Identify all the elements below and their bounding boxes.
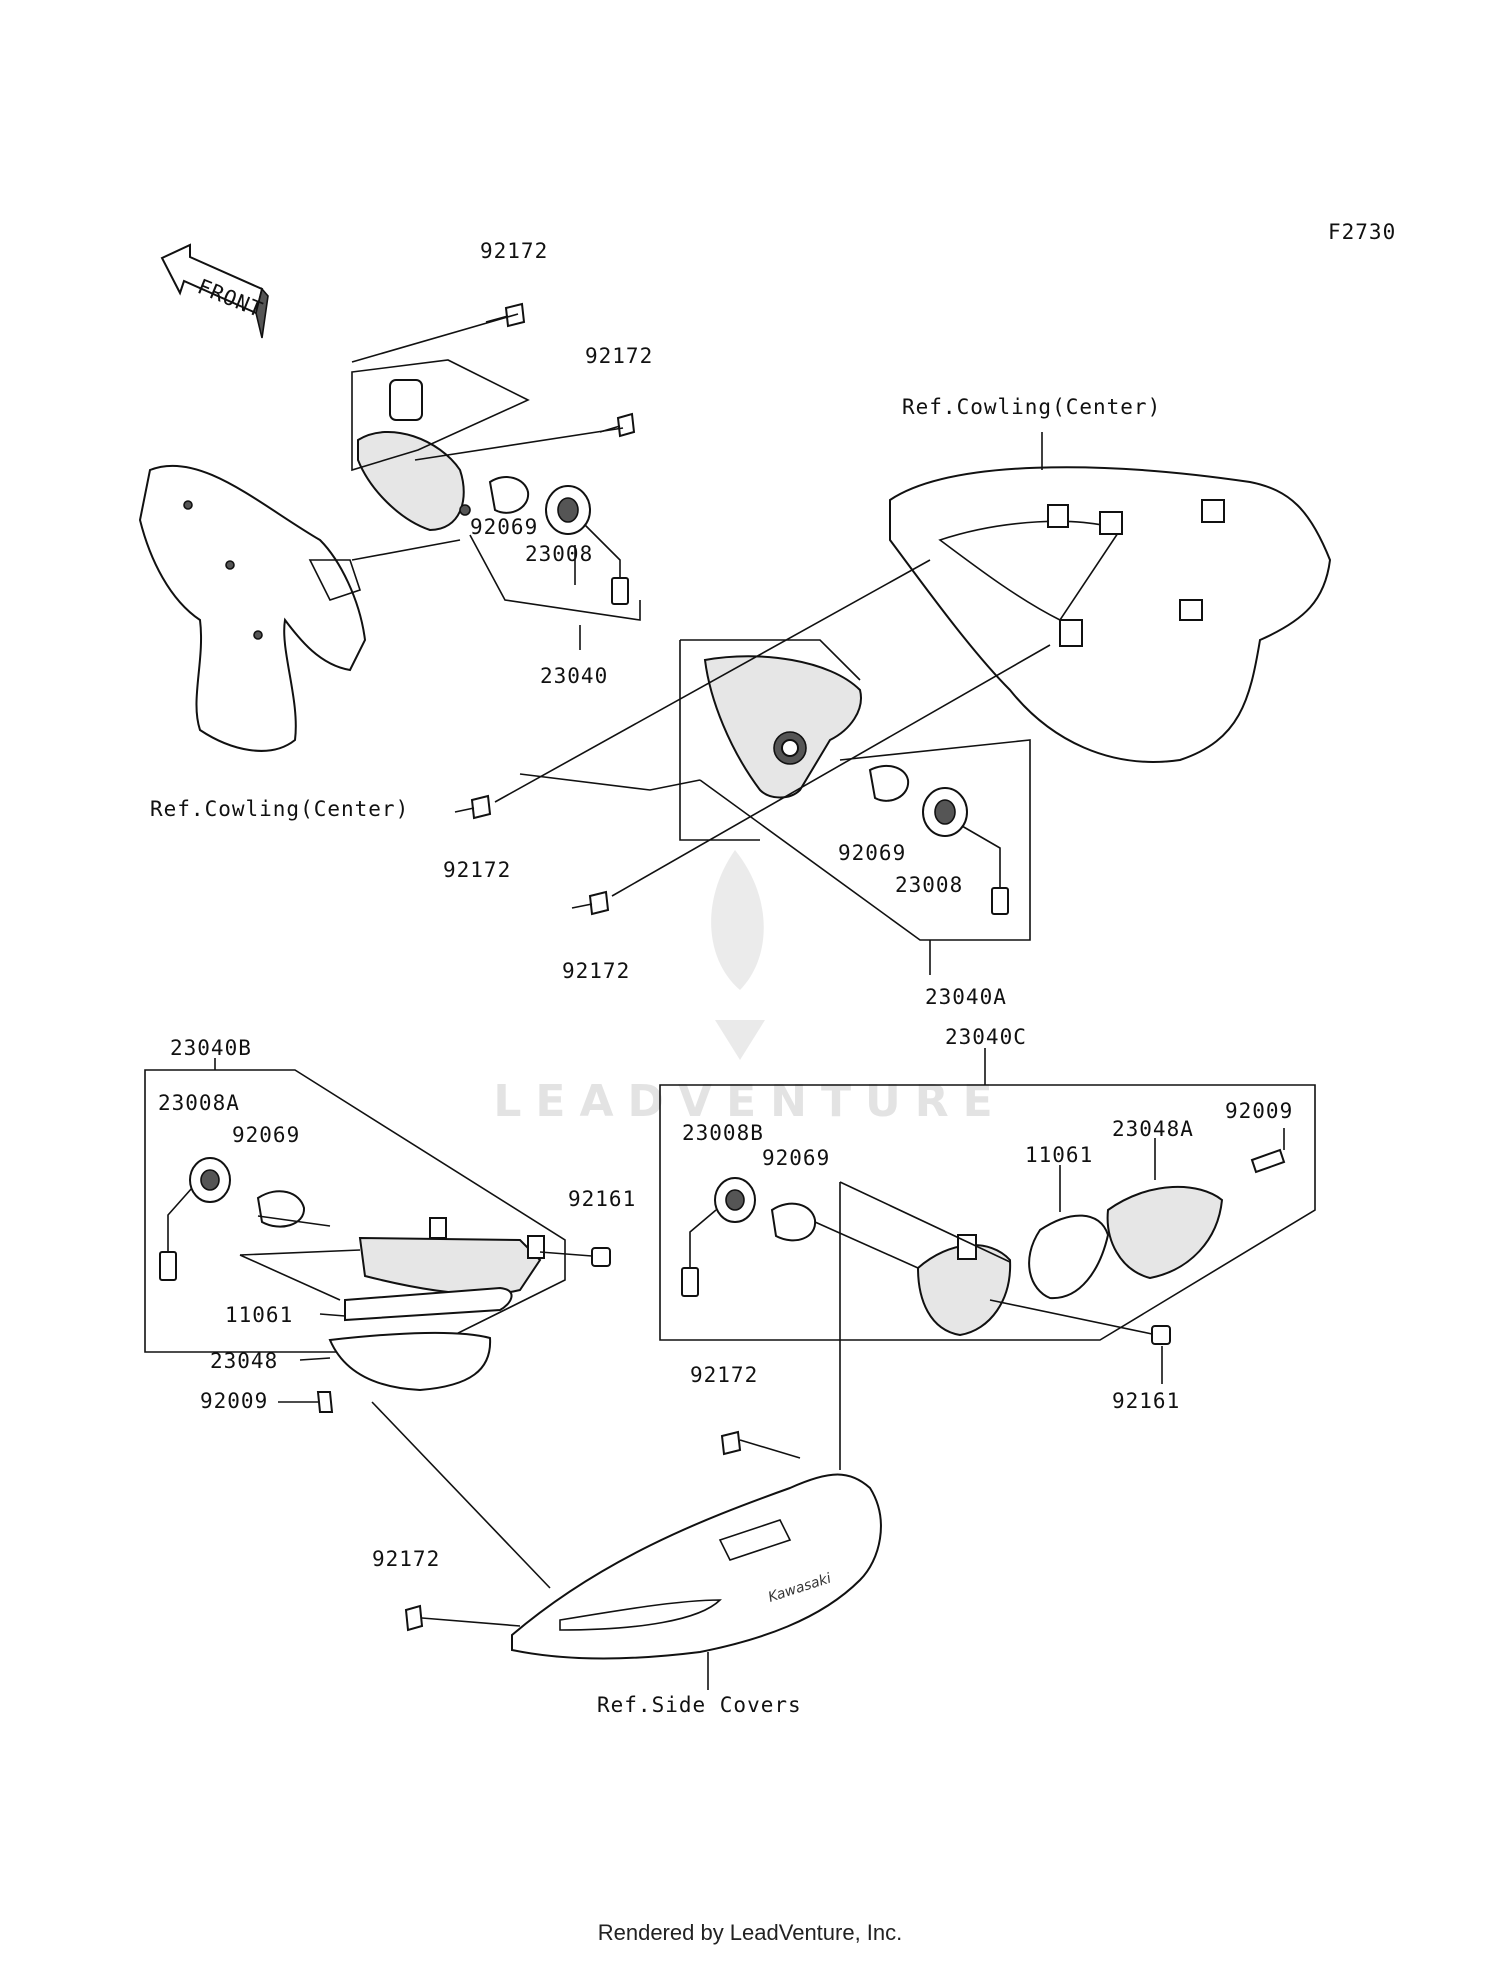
label-23048: 23048 bbox=[210, 1349, 278, 1373]
label-92161-c: 92161 bbox=[1112, 1389, 1180, 1413]
diagram-code: F2730 bbox=[1328, 220, 1396, 244]
label-92172-a: 92172 bbox=[480, 239, 548, 263]
label-23008-a: 23008 bbox=[525, 542, 593, 566]
label-23040C: 23040C bbox=[945, 1025, 1027, 1049]
screw-92172-c bbox=[454, 794, 492, 820]
watermark-text: LEADVENTURE bbox=[493, 1076, 1006, 1127]
label-23008-b: 23008 bbox=[895, 873, 963, 897]
turn-signal-housing-23040C bbox=[916, 1234, 1012, 1337]
assembly-box-23040C bbox=[659, 1048, 1316, 1341]
label-92172-f: 92172 bbox=[372, 1547, 440, 1571]
label-23040B: 23040B bbox=[170, 1036, 252, 1060]
label-92172-c: 92172 bbox=[443, 858, 511, 882]
label-ref-cowling-center-b: Ref.Cowling(Center) bbox=[902, 395, 1161, 419]
label-92172-d: 92172 bbox=[562, 959, 630, 983]
label-92009-c: 92009 bbox=[1225, 1099, 1293, 1123]
nut-92161-b bbox=[591, 1247, 611, 1267]
socket-23008-upper bbox=[545, 485, 629, 605]
screw-92172-a bbox=[485, 302, 526, 328]
part-labels: 92172 92172 92069 23008 23040 Ref.Cowlin… bbox=[150, 239, 1293, 1717]
label-92172-e: 92172 bbox=[690, 1363, 758, 1387]
lens-23048A bbox=[1106, 1185, 1224, 1280]
bulb-92069-c bbox=[770, 1202, 817, 1242]
bulb-92069-lower bbox=[868, 764, 910, 802]
front-turn-signal-housing-upper bbox=[357, 379, 471, 532]
label-92009-b: 92009 bbox=[200, 1389, 268, 1413]
screw-92009-c bbox=[1250, 1148, 1286, 1174]
screw-92172-f bbox=[404, 1604, 521, 1632]
assembly-box-23040B bbox=[144, 1058, 566, 1353]
screw-92172-d bbox=[571, 890, 610, 916]
label-92161-b: 92161 bbox=[568, 1187, 636, 1211]
label-23048A: 23048A bbox=[1112, 1117, 1194, 1141]
screw-92172-e bbox=[720, 1430, 801, 1459]
rear-side-cover: Kawasaki bbox=[511, 1473, 882, 1660]
label-11061-c: 11061 bbox=[1025, 1143, 1093, 1167]
label-ref-cowling-center-a: Ref.Cowling(Center) bbox=[150, 797, 409, 821]
label-92069-d: 92069 bbox=[762, 1146, 830, 1170]
gasket-11061-c bbox=[1028, 1214, 1110, 1300]
socket-23008A bbox=[159, 1157, 231, 1281]
label-92172-b: 92172 bbox=[585, 344, 653, 368]
label-ref-side-covers: Ref.Side Covers bbox=[597, 1693, 802, 1717]
lens-23048 bbox=[328, 1331, 492, 1392]
label-92069-b: 92069 bbox=[838, 841, 906, 865]
label-11061-b: 11061 bbox=[225, 1303, 293, 1327]
gasket-11061 bbox=[344, 1286, 513, 1322]
label-92069-c: 92069 bbox=[232, 1123, 300, 1147]
socket-23008B bbox=[681, 1177, 756, 1297]
front-turn-signal-housing-lower bbox=[703, 655, 862, 799]
socket-23008-lower bbox=[922, 787, 1009, 915]
turn-signal-housing-23040B bbox=[358, 1217, 545, 1296]
front-arrow: FRONT bbox=[160, 243, 269, 339]
screw-92172-b bbox=[599, 412, 636, 438]
nut-92161-c bbox=[1151, 1325, 1171, 1345]
label-23040: 23040 bbox=[540, 664, 608, 688]
bulb-92069-upper bbox=[488, 476, 530, 514]
watermark-flame-logo bbox=[711, 850, 765, 1060]
footer-credit: Rendered by LeadVenture, Inc. bbox=[597, 1920, 903, 1945]
center-cowling bbox=[889, 466, 1332, 763]
label-92069-a: 92069 bbox=[470, 515, 538, 539]
left-cowling bbox=[138, 464, 367, 752]
screw-92009-b bbox=[316, 1391, 334, 1413]
label-23008A: 23008A bbox=[158, 1091, 240, 1115]
label-23008B: 23008B bbox=[682, 1121, 764, 1145]
label-23040A: 23040A bbox=[925, 985, 1007, 1009]
